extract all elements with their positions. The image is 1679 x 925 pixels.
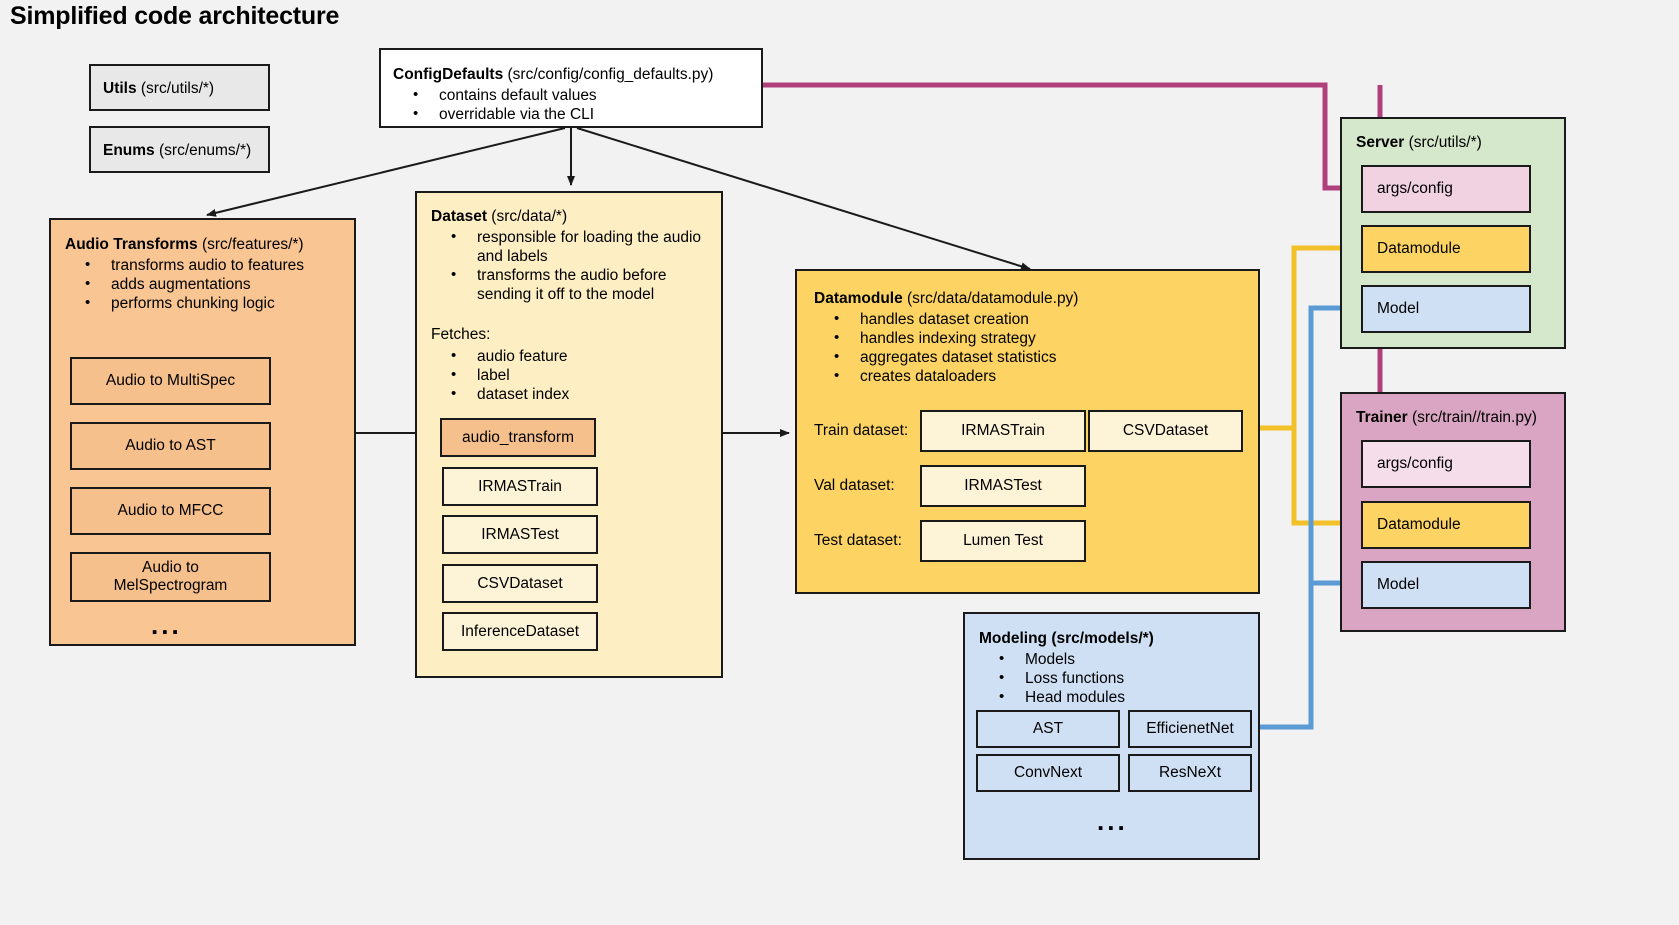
node-config-defaults-name: ConfigDefaults — [393, 66, 504, 83]
dataset-item-audio-transform[interactable]: audio_transform — [440, 418, 596, 457]
transform-item-ast[interactable]: Audio to AST — [70, 422, 271, 470]
bullet-item: handles indexing strategy — [814, 328, 1250, 348]
node-modeling[interactable]: Modeling (src/models/*) Models Loss func… — [963, 612, 1260, 860]
datamodule-test-item-lumen-test[interactable]: Lumen Test — [920, 520, 1086, 562]
dataset-item-irmastrain[interactable]: IRMASTrain — [442, 467, 598, 506]
trainer-item-model[interactable]: Model — [1361, 561, 1531, 609]
node-trainer-name: Trainer — [1356, 409, 1408, 426]
node-datamodule-bullets: handles dataset creation handles indexin… — [814, 309, 1250, 386]
datamodule-train-item-csvdataset[interactable]: CSVDataset — [1088, 410, 1243, 452]
node-utils[interactable]: Utils (src/utils/*) — [89, 64, 270, 111]
bullet-item: aggregates dataset statistics — [814, 347, 1250, 367]
datamodule-train-item-irmastrain[interactable]: IRMASTrain — [920, 410, 1086, 452]
bullet-item: handles dataset creation — [814, 309, 1250, 329]
datamodule-test-label: Test dataset: — [814, 532, 902, 549]
node-dataset-bullets: responsible for loading the audio and la… — [431, 227, 713, 304]
bullet-item: label — [431, 365, 713, 385]
bullet-item: responsible for loading the audio and la… — [431, 227, 713, 266]
datamodule-train-label: Train dataset: — [814, 422, 909, 439]
node-dataset-name: Dataset — [431, 208, 487, 225]
transform-item-melspectrogram[interactable]: Audio to MelSpectrogram — [70, 552, 271, 602]
dataset-item-csvdataset[interactable]: CSVDataset — [442, 564, 598, 603]
bullet-item: transforms audio to features — [65, 255, 348, 275]
server-item-model[interactable]: Model — [1361, 285, 1531, 333]
bullet-item: adds augmentations — [65, 274, 348, 294]
node-datamodule[interactable]: Datamodule (src/data/datamodule.py) hand… — [795, 269, 1260, 594]
model-item-resnext[interactable]: ResNeXt — [1128, 754, 1252, 792]
dataset-item-inferencedataset[interactable]: InferenceDataset — [442, 612, 598, 651]
bullet-item: dataset index — [431, 384, 713, 404]
node-server-path: (src/utils/*) — [1404, 134, 1482, 151]
model-item-ast[interactable]: AST — [976, 710, 1120, 748]
node-modeling-bullets: Models Loss functions Head modules — [979, 649, 1250, 707]
trainer-item-datamodule[interactable]: Datamodule — [1361, 501, 1531, 549]
node-datamodule-name: Datamodule — [814, 290, 903, 307]
bullet-item: overridable via the CLI — [393, 104, 755, 124]
node-utils-name: Utils — [103, 80, 137, 97]
bullet-item: performs chunking logic — [65, 293, 348, 313]
bullet-item: Loss functions — [979, 668, 1250, 688]
node-modeling-name: Modeling (src/models/*) — [979, 630, 1154, 647]
node-server[interactable]: Server (src/utils/*) args/config Datamod… — [1340, 117, 1566, 349]
transform-items-ellipsis: ... — [151, 610, 182, 640]
bullet-item: contains default values — [393, 85, 755, 105]
node-config-defaults-bullets: contains default values overridable via … — [393, 85, 755, 124]
node-enums-name: Enums — [103, 142, 155, 159]
bullet-item: Models — [979, 649, 1250, 669]
node-datamodule-path: (src/data/datamodule.py) — [902, 290, 1079, 307]
node-audio-transforms[interactable]: Audio Transforms (src/features/*) transf… — [49, 218, 356, 646]
model-items-ellipsis: ... — [1097, 806, 1128, 836]
bullet-item: Head modules — [979, 687, 1250, 707]
node-audio-transforms-path: (src/features/*) — [197, 236, 304, 253]
node-dataset-fetches: audio feature label dataset index — [431, 346, 713, 404]
bullet-item: creates dataloaders — [814, 366, 1250, 386]
node-utils-path: (src/utils/*) — [136, 80, 215, 97]
dataset-item-irmastest[interactable]: IRMASTest — [442, 515, 598, 554]
server-item-datamodule[interactable]: Datamodule — [1361, 225, 1531, 273]
node-dataset-path: (src/data/*) — [487, 208, 568, 225]
node-trainer[interactable]: Trainer (src/train//train.py) args/confi… — [1340, 392, 1566, 632]
bullet-item: transforms the audio before sending it o… — [431, 265, 713, 304]
datamodule-val-item-irmastest[interactable]: IRMASTest — [920, 465, 1086, 507]
node-enums[interactable]: Enums (src/enums/*) — [89, 126, 270, 173]
server-item-args-config[interactable]: args/config — [1361, 165, 1531, 213]
model-item-convnext[interactable]: ConvNext — [976, 754, 1120, 792]
trainer-item-args-config[interactable]: args/config — [1361, 440, 1531, 488]
node-audio-transforms-bullets: transforms audio to features adds augmen… — [65, 255, 348, 313]
node-dataset[interactable]: Dataset (src/data/*) responsible for loa… — [415, 191, 723, 678]
transform-item-multispec[interactable]: Audio to MultiSpec — [70, 357, 271, 405]
dataset-fetches-label: Fetches: — [431, 326, 491, 343]
datamodule-val-label: Val dataset: — [814, 477, 895, 494]
bullet-item: audio feature — [431, 346, 713, 366]
model-item-efficienetnet[interactable]: EfficienetNet — [1128, 710, 1252, 748]
node-audio-transforms-name: Audio Transforms — [65, 236, 198, 253]
node-trainer-path: (src/train//train.py) — [1407, 409, 1537, 426]
node-config-defaults-path: (src/config/config_defaults.py) — [503, 66, 714, 83]
node-enums-path: (src/enums/*) — [154, 142, 252, 159]
node-server-name: Server — [1356, 134, 1405, 151]
transform-item-mfcc[interactable]: Audio to MFCC — [70, 487, 271, 535]
page-title: Simplified code architecture — [10, 2, 340, 30]
node-config-defaults[interactable]: ConfigDefaults (src/config/config_defaul… — [379, 48, 763, 128]
